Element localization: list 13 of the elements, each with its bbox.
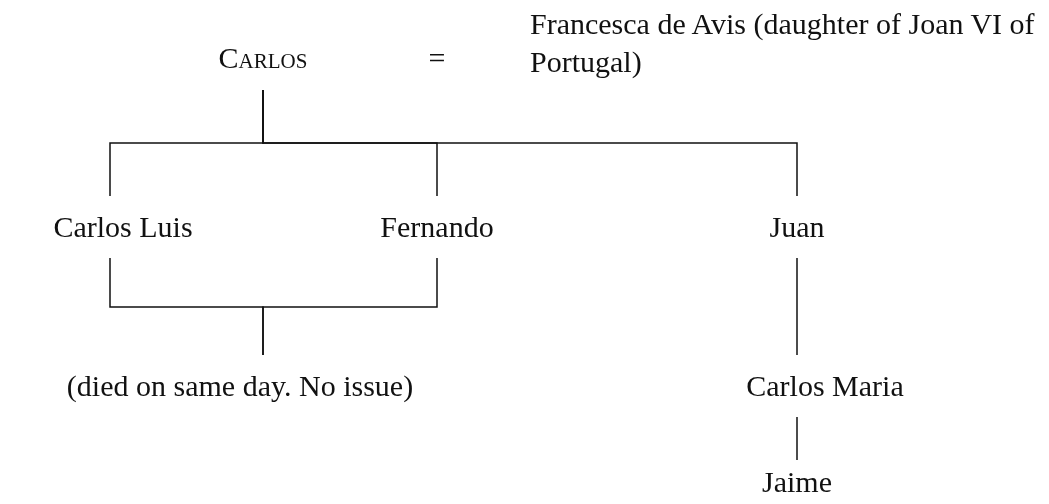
person-name: Jaime bbox=[737, 460, 857, 504]
spouse-name: Francesca de Avis (daughter of Joan VI of Portugal) bbox=[530, 6, 1036, 80]
connector-line bbox=[262, 89, 798, 197]
person-name: Carlos Luis bbox=[23, 196, 223, 258]
note-text: (died on same day. No issue) bbox=[0, 355, 480, 417]
person-name: Carlos Maria bbox=[720, 355, 930, 417]
person-name: Fernando bbox=[357, 196, 517, 258]
person-name: Juan bbox=[737, 196, 857, 258]
connector-line bbox=[796, 416, 798, 461]
connector-line bbox=[262, 257, 438, 356]
connector-line bbox=[796, 257, 798, 356]
person-name: Carlos bbox=[213, 25, 313, 90]
marriage-sign: = bbox=[427, 39, 447, 76]
